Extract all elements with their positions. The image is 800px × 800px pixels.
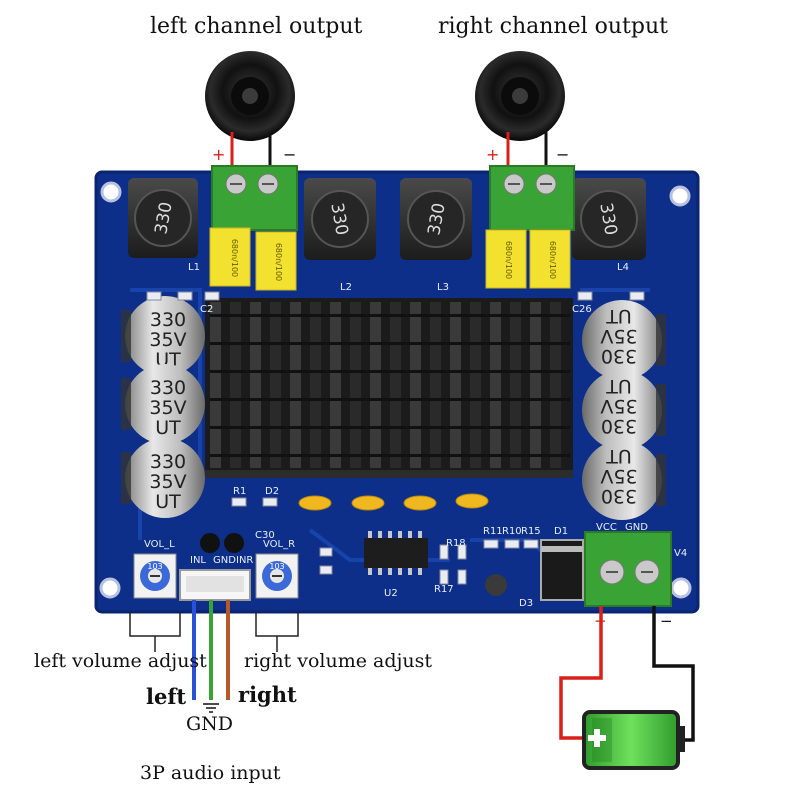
inductor-l2: 330 [304, 178, 376, 260]
cap2-line2: 35V [149, 397, 186, 419]
right-pot-code: 103 [269, 562, 284, 571]
cap6-line3: UT [606, 445, 632, 467]
right-minus-mark: − [556, 145, 569, 164]
power-wires [559, 606, 695, 742]
input-caps [200, 533, 507, 596]
cap3-line2: 35V [149, 471, 186, 493]
silk-l3: L3 [437, 282, 449, 293]
left-pot-code: 103 [147, 562, 162, 571]
silk-c2: C2 [200, 304, 214, 315]
cap5-line2: 35V [600, 395, 637, 417]
right-speaker-icon [475, 51, 565, 141]
cap4-line3: UT [606, 305, 632, 327]
audio-input-wires [192, 600, 230, 700]
power-plus-mark: + [594, 612, 607, 630]
silk-d3: D3 [519, 598, 534, 609]
silk-gnd-in: GND [213, 555, 236, 566]
power-minus-mark: − [660, 612, 673, 630]
right-plus-mark: + [486, 145, 499, 164]
silk-l4: L4 [617, 262, 629, 273]
right-volume-adjust-label: right volume adjust [244, 650, 433, 672]
silk-r11: R11 [483, 526, 503, 537]
small-yellow-caps [298, 493, 489, 511]
cap6-line1: 330 [601, 485, 637, 507]
cap2-line3: UT [155, 417, 181, 439]
film-capacitors [209, 227, 571, 291]
film-cap-4-text: 680n/100 [548, 241, 557, 279]
right-speaker-terminal [489, 165, 575, 231]
silk-r18: R18 [446, 538, 466, 549]
left-input-label: left [146, 684, 187, 709]
silk-c26: C26 [572, 304, 592, 315]
silk-c30: C30 [255, 530, 275, 541]
cap3-line1: 330 [150, 451, 186, 473]
silk-r15: R15 [521, 526, 541, 537]
cap1-line2: 35V [149, 329, 186, 351]
cap4-line2: 35V [600, 325, 637, 347]
cap6-line2: 35V [600, 465, 637, 487]
film-cap-3-text: 680n/100 [504, 241, 513, 279]
silk-r10: R10 [502, 526, 522, 537]
silk-inr: INR [236, 555, 254, 566]
cap4-line1: 330 [601, 345, 637, 367]
ic-u2 [364, 531, 428, 575]
silk-vcc: VCC [596, 522, 617, 533]
silk-d2: D2 [265, 486, 280, 497]
right-input-label: right [238, 682, 297, 707]
silk-r1: R1 [233, 486, 247, 497]
cap3-line3: UT [155, 491, 181, 513]
left-plus-mark: + [212, 145, 225, 164]
cap5-line3: UT [606, 375, 632, 397]
electrolytic-caps-right: 330 35V UT 330 35V UT 330 35V UT [582, 300, 666, 520]
gnd-symbol-icon [203, 703, 219, 713]
cap2-line1: 330 [150, 377, 186, 399]
silk-inl: INL [190, 555, 207, 566]
diode-d1 [540, 539, 584, 601]
volume-brackets [129, 612, 299, 652]
electrolytic-caps-left: 330 35V UT 330 35V UT 330 35V UT [121, 296, 205, 518]
silk-u2: U2 [384, 588, 398, 599]
cap1-line1: 330 [150, 309, 186, 331]
audio-input-label: 3P audio input [140, 762, 281, 784]
film-cap-2-text: 680n/100 [274, 243, 283, 281]
smd-components [146, 291, 645, 585]
silk-l1: L1 [188, 262, 200, 273]
silk-vol-l: VOL_L [144, 539, 175, 550]
inductor-l1: 330 [128, 178, 198, 258]
right-volume-knob[interactable] [255, 553, 299, 599]
left-volume-adjust-label: left volume adjust [34, 650, 207, 672]
right-channel-output-label: right channel output [438, 14, 668, 39]
heatsink [205, 298, 573, 478]
gnd-input-label: GND [186, 713, 234, 735]
left-speaker-terminal [211, 165, 298, 231]
cap5-line1: 330 [601, 415, 637, 437]
silk-vol-r: VOL_R [263, 539, 296, 550]
power-terminal [584, 531, 672, 607]
audio-input-connector[interactable] [179, 569, 251, 601]
silk-v4: V4 [674, 548, 688, 559]
silk-l2: L2 [340, 282, 352, 293]
left-volume-knob[interactable] [133, 553, 177, 599]
film-cap-1-text: 680n/100 [230, 239, 239, 277]
silk-gnd-pwr: GND [625, 522, 648, 533]
silk-r17: R17 [434, 584, 454, 595]
left-minus-mark: − [283, 145, 296, 164]
left-channel-output-label: left channel output [150, 14, 363, 39]
inductor-l4: 330 [572, 178, 646, 260]
battery-icon [582, 710, 685, 770]
left-speaker-icon [205, 51, 295, 141]
silk-d1: D1 [554, 526, 569, 537]
inductor-l3: 330 [400, 178, 472, 260]
